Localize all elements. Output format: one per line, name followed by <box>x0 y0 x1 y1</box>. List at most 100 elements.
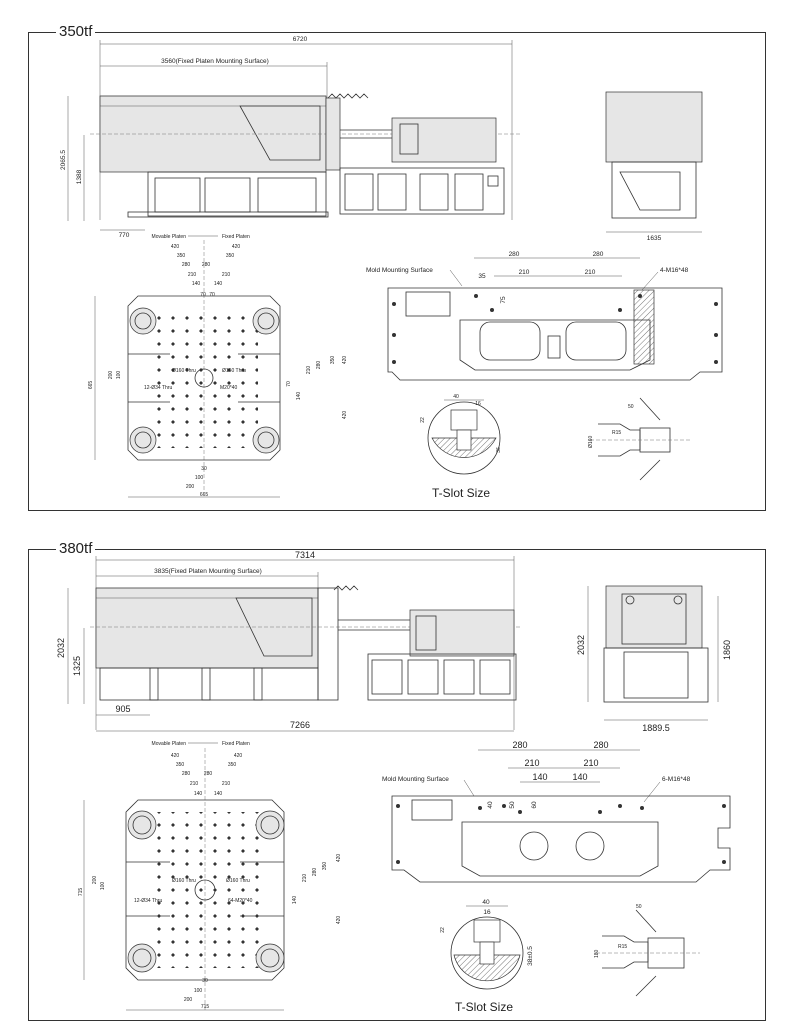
svg-text:420: 420 <box>342 411 348 420</box>
svg-text:36: 36 <box>496 447 502 453</box>
t-slot-caption: T-Slot Size <box>455 1000 514 1014</box>
svg-text:60: 60 <box>531 801 538 809</box>
svg-text:50: 50 <box>628 404 634 410</box>
label-fixed-platen: Fixed Platen <box>222 234 250 240</box>
svg-text:280: 280 <box>593 251 604 258</box>
svg-text:22: 22 <box>440 927 446 933</box>
svg-text:6-M16*48: 6-M16*48 <box>662 776 691 783</box>
dim-width: 1635 <box>647 235 662 242</box>
svg-text:350: 350 <box>226 253 235 259</box>
svg-text:210: 210 <box>188 272 197 278</box>
label-mold-surface: Mold Mounting Surface <box>366 267 433 274</box>
svg-text:4-M16*48: 4-M16*48 <box>660 267 689 274</box>
svg-text:70: 70 <box>209 292 215 298</box>
svg-text:100: 100 <box>116 371 122 380</box>
svg-text:200: 200 <box>184 997 193 1003</box>
dim-front-offset: 770 <box>119 232 130 239</box>
svg-text:140: 140 <box>192 281 201 287</box>
svg-text:715: 715 <box>201 1004 210 1010</box>
svg-text:200: 200 <box>186 484 195 490</box>
svg-text:40: 40 <box>487 801 494 809</box>
svg-text:210: 210 <box>519 269 530 276</box>
svg-text:30: 30 <box>201 466 207 472</box>
svg-text:Ø160: Ø160 <box>588 436 594 448</box>
svg-text:350: 350 <box>322 862 328 871</box>
svg-text:280: 280 <box>182 262 191 268</box>
svg-text:715: 715 <box>78 888 84 897</box>
dim-fixed-platen: 3835(Fixed Platen Mounting Surface) <box>154 568 262 575</box>
svg-text:16: 16 <box>475 401 481 407</box>
svg-text:Ø160 Thru: Ø160 Thru <box>172 878 196 884</box>
mold-mounting-view: Mold Mounting Surface 280 280 210 210 35… <box>366 251 723 381</box>
svg-text:280: 280 <box>204 771 213 777</box>
svg-text:140: 140 <box>532 772 547 782</box>
svg-text:38±0.5: 38±0.5 <box>527 946 534 966</box>
dim-height-total: 2065.5 <box>60 150 67 170</box>
svg-text:140: 140 <box>296 392 302 401</box>
machine-end-view: 2032 1860 1889.5 <box>576 585 732 733</box>
svg-text:M20*40: M20*40 <box>220 385 237 391</box>
panel-title: 380tf <box>56 541 96 557</box>
svg-text:R15: R15 <box>618 944 627 950</box>
svg-text:12-Ø34 Thru: 12-Ø34 Thru <box>144 385 172 391</box>
svg-text:280: 280 <box>202 262 211 268</box>
svg-text:100: 100 <box>195 475 204 481</box>
t-slot-detail: 40 16 22 36 50 R15 Ø160 <box>420 394 690 481</box>
svg-text:16: 16 <box>483 909 491 916</box>
svg-text:75: 75 <box>500 296 507 304</box>
svg-text:30: 30 <box>202 978 208 984</box>
svg-text:420: 420 <box>234 753 243 759</box>
svg-text:350: 350 <box>177 253 186 259</box>
svg-text:210: 210 <box>302 874 308 883</box>
machine-side-view: 7314 3835(Fixed Platen Mounting Surface)… <box>56 550 520 732</box>
svg-text:280: 280 <box>512 740 527 750</box>
svg-text:210: 210 <box>222 272 231 278</box>
svg-text:280: 280 <box>593 740 608 750</box>
svg-text:Ø160 Thru: Ø160 Thru <box>222 368 246 374</box>
svg-text:210: 210 <box>222 781 231 787</box>
t-slot-caption: T-Slot Size <box>432 486 491 500</box>
svg-text:350: 350 <box>330 356 336 365</box>
label-movable-platen: Movable Platen <box>152 741 187 747</box>
svg-text:Ø160 Thru: Ø160 Thru <box>172 368 196 374</box>
svg-text:Ø160 Thru: Ø160 Thru <box>226 878 250 884</box>
dim-total-length: 6720 <box>293 36 308 43</box>
svg-text:50: 50 <box>509 801 516 809</box>
dim-side-height: 2032 <box>576 635 586 655</box>
svg-text:12-Ø34 Thru: 12-Ø34 Thru <box>134 898 162 904</box>
svg-text:R15: R15 <box>612 430 621 436</box>
dim-front-offset: 905 <box>115 704 130 714</box>
svg-text:350: 350 <box>176 762 185 768</box>
svg-text:420: 420 <box>342 356 348 365</box>
svg-text:40: 40 <box>453 394 459 400</box>
svg-text:140: 140 <box>214 791 223 797</box>
svg-text:200: 200 <box>92 876 98 885</box>
svg-text:665: 665 <box>88 381 94 390</box>
mold-mounting-view: Mold Mounting Surface 280 280 210 210 14… <box>382 740 731 883</box>
dim-height-center: 1325 <box>72 656 82 676</box>
svg-text:210: 210 <box>524 758 539 768</box>
svg-text:200: 200 <box>108 371 114 380</box>
svg-text:64-M20*40: 64-M20*40 <box>228 898 253 904</box>
svg-text:420: 420 <box>336 854 342 863</box>
svg-text:420: 420 <box>336 916 342 925</box>
svg-text:210: 210 <box>585 269 596 276</box>
svg-text:210: 210 <box>583 758 598 768</box>
svg-text:210: 210 <box>306 366 312 375</box>
machine-side-view: 6720 3560(Fixed Platen Mounting Surface)… <box>60 36 520 239</box>
svg-text:70: 70 <box>286 381 292 387</box>
dim-width: 1889.5 <box>642 723 670 733</box>
label-fixed-platen: Fixed Platen <box>222 741 250 747</box>
dim-base-length: 7266 <box>290 720 310 730</box>
svg-text:280: 280 <box>509 251 520 258</box>
svg-text:280: 280 <box>312 868 318 877</box>
svg-text:100: 100 <box>100 882 106 891</box>
t-slot-detail: 40 16 22 38±0.5 50 R15 180 <box>440 899 700 997</box>
svg-text:140: 140 <box>214 281 223 287</box>
panel-title: 350tf <box>56 24 96 40</box>
svg-text:280: 280 <box>316 361 322 370</box>
label-mold-surface: Mold Mounting Surface <box>382 776 449 783</box>
label-movable-platen: Movable Platen <box>152 234 187 240</box>
svg-text:350: 350 <box>228 762 237 768</box>
